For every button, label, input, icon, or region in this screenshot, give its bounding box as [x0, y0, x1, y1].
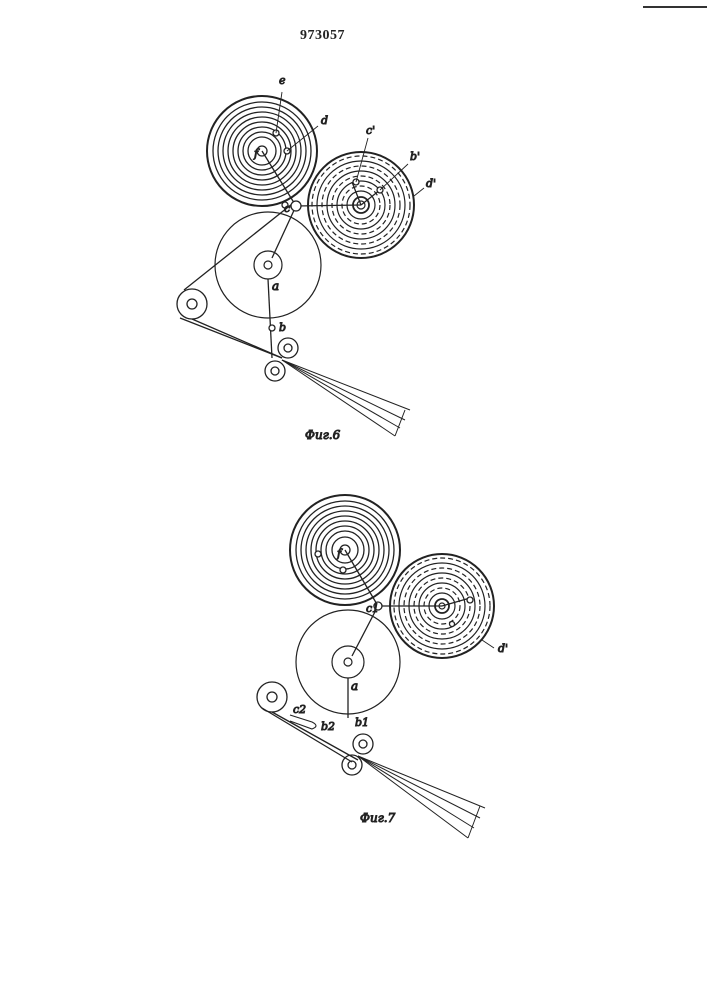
fig6-label-b1: b' — [410, 150, 420, 163]
fig6-label-a: a — [272, 279, 279, 293]
fig6-left-pulley — [177, 289, 207, 319]
fig6-large-drum — [215, 212, 321, 318]
fig7-belts — [262, 550, 470, 762]
fig6-leaders — [276, 92, 424, 196]
fig7-left-pulley — [257, 682, 287, 712]
fig6-label-d1: d' — [426, 177, 436, 190]
fig7-label-b2: b2 — [321, 720, 335, 733]
fig6-strand-fan — [282, 360, 410, 436]
fig7-label-c2: c2 — [293, 703, 306, 716]
fig6-label-c1: c' — [366, 124, 375, 137]
fig6-label-b: b — [279, 321, 286, 334]
fig7-label-a: a — [351, 679, 358, 693]
fig6-joint-nodes — [269, 130, 383, 331]
fig6-caption: Фиг.6 — [305, 428, 341, 442]
fig6-label-c: c — [284, 202, 290, 215]
fig7-label-d1: d' — [498, 642, 508, 655]
fig7-exit-rollers — [342, 734, 373, 775]
figure-7: f c1 d' a b1 c2 b2 Фиг.7 — [257, 495, 508, 838]
fig7-leader-d1 — [482, 640, 494, 648]
fig7-label-b1: b1 — [355, 716, 369, 729]
fig7-label-c1: c1 — [366, 602, 379, 615]
fig6-label-d: d — [321, 114, 328, 127]
fig6-label-e: e — [279, 74, 286, 87]
fig7-strand-fan — [358, 756, 485, 838]
figure-6: e d f c c' b' d' a b Фиг.6 — [177, 74, 436, 442]
fig6-exit-rollers — [265, 338, 298, 381]
fig7-caption: Фиг.7 — [360, 811, 396, 825]
